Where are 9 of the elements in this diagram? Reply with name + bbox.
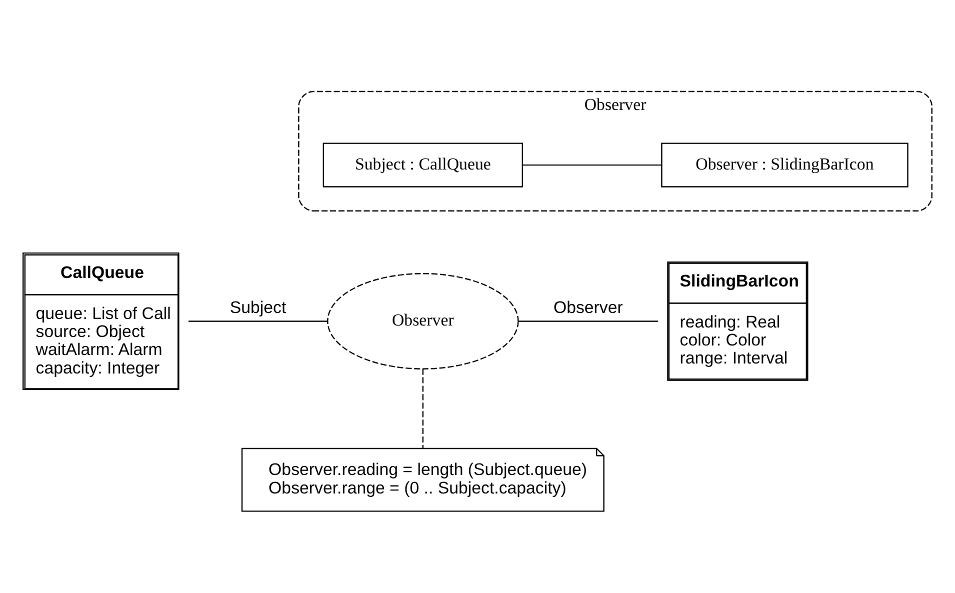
- connector: [518, 320, 658, 322]
- connector: [188, 320, 328, 322]
- node-box: Subject : CallQueue: [322, 142, 524, 188]
- edge-label: Subject: [230, 298, 286, 318]
- connector: [422, 368, 424, 448]
- node-box: Observer : SlidingBarIcon: [661, 142, 908, 188]
- connector: [522, 164, 662, 166]
- node-ellipse: Observer: [327, 272, 519, 370]
- edge-label: Observer: [553, 298, 623, 318]
